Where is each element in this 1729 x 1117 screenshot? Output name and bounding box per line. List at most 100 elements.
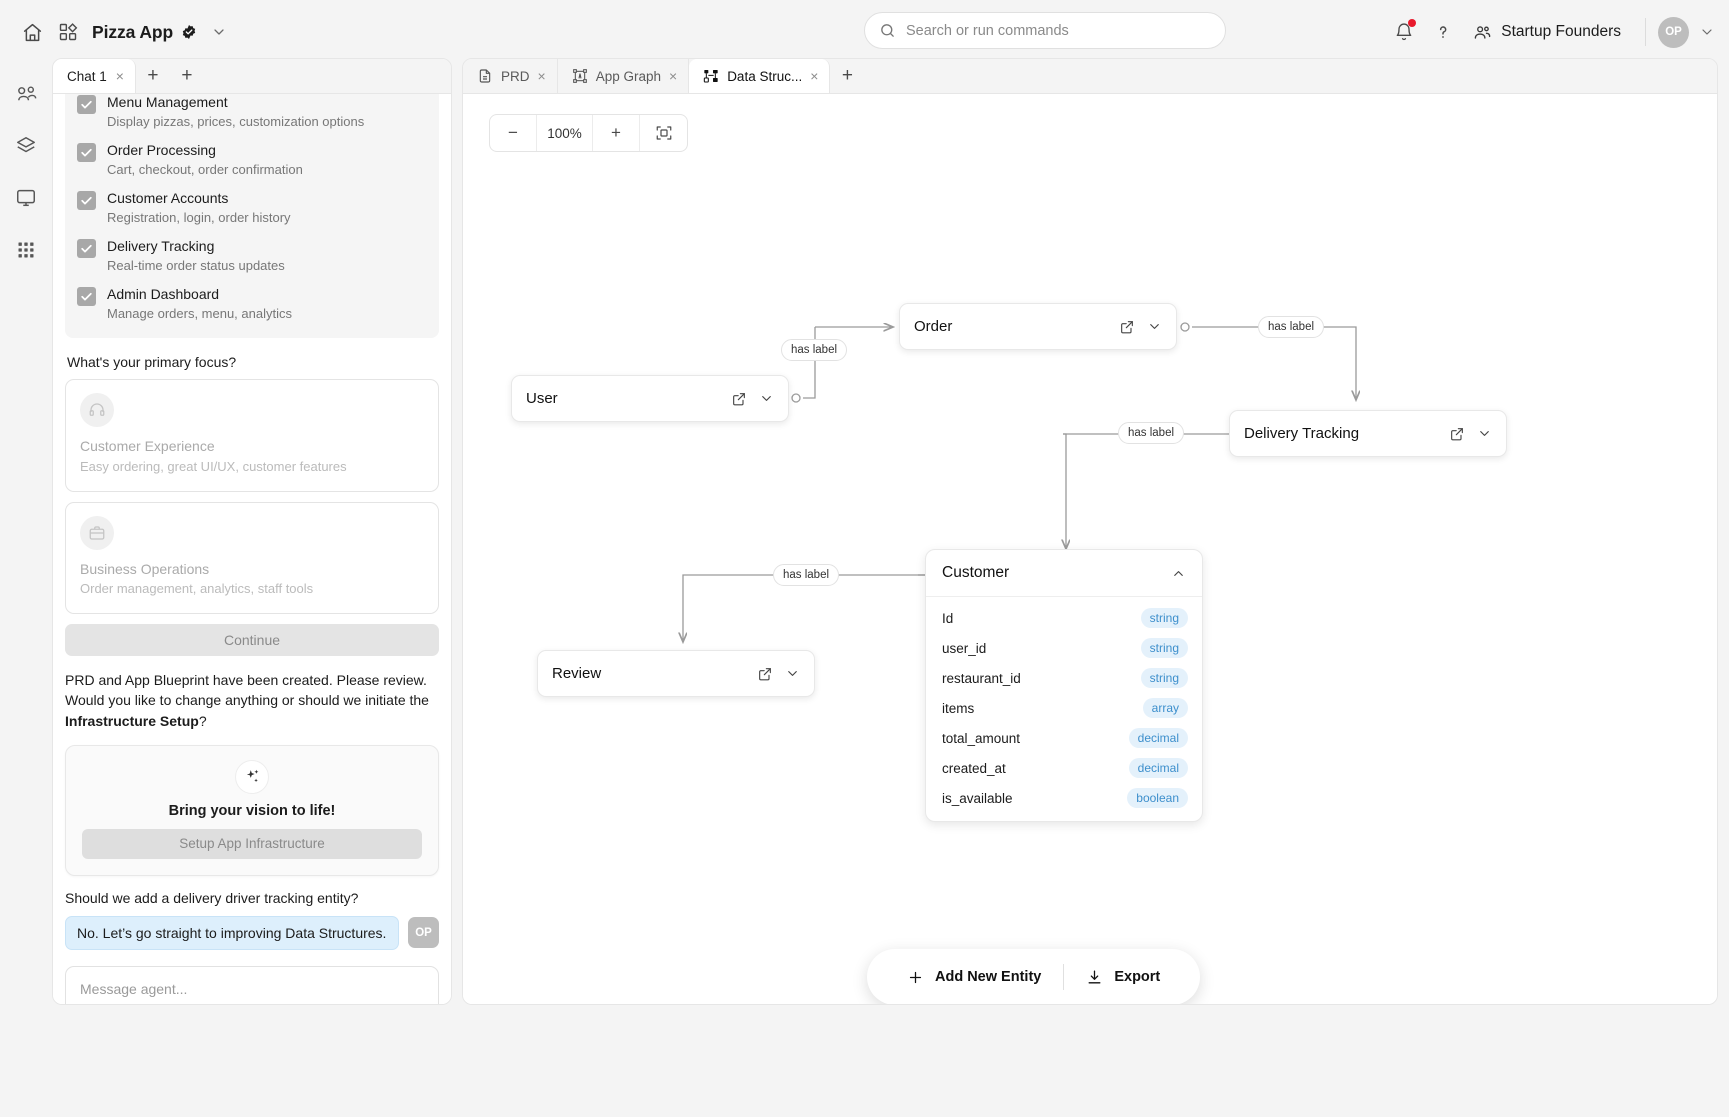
- continue-button[interactable]: Continue: [65, 624, 439, 657]
- new-chat-tab-button[interactable]: +: [147, 65, 159, 86]
- checkbox-checked-icon[interactable]: [77, 95, 96, 114]
- checkbox-checked-icon[interactable]: [77, 239, 96, 259]
- grid-icon[interactable]: [8, 232, 44, 268]
- chevron-down-icon[interactable]: [785, 666, 800, 681]
- option-business-operations[interactable]: Business Operations Order management, an…: [65, 501, 439, 615]
- bot-message-2: Should we add a delivery driver tracking…: [65, 889, 359, 906]
- close-icon[interactable]: ×: [537, 68, 546, 84]
- list-item[interactable]: Customer Accounts Registration, login, o…: [77, 184, 427, 232]
- search-input[interactable]: [906, 22, 1211, 39]
- search-bar[interactable]: [864, 12, 1226, 49]
- layers-icon[interactable]: [8, 128, 44, 164]
- app-switcher-chevron-down-icon[interactable]: [211, 24, 227, 40]
- headset-icon: [80, 393, 114, 428]
- notification-dot: [1408, 19, 1417, 27]
- entity-node-user[interactable]: User: [511, 375, 789, 422]
- table-row[interactable]: items array: [926, 693, 1202, 723]
- list-item[interactable]: Menu Management Display pizzas, prices, …: [77, 94, 427, 136]
- entity-node-delivery-tracking[interactable]: Delivery Tracking: [1229, 410, 1507, 457]
- team-selector[interactable]: Startup Founders: [1465, 14, 1633, 50]
- table-row[interactable]: is_available boolean: [926, 783, 1202, 813]
- topbar-right-group: Startup Founders OP: [1387, 0, 1715, 64]
- list-item[interactable]: Delivery Tracking Real-time order status…: [77, 232, 427, 280]
- chevron-down-icon[interactable]: [759, 391, 774, 406]
- field-name: total_amount: [942, 730, 1021, 746]
- chat-tab-chat-1[interactable]: Chat 1 ×: [53, 59, 136, 93]
- list-item[interactable]: Order Processing Cart, checkout, order c…: [77, 136, 427, 184]
- monitor-icon[interactable]: [8, 180, 44, 216]
- close-icon[interactable]: ×: [810, 68, 819, 84]
- feature-title: Customer Accounts: [107, 190, 229, 207]
- close-icon[interactable]: ×: [669, 68, 678, 84]
- chat-messages-scroll[interactable]: Menu Management Display pizzas, prices, …: [53, 94, 451, 1004]
- tab-data-structures[interactable]: Data Struc... ×: [689, 59, 831, 93]
- home-icon[interactable]: [14, 14, 50, 50]
- entity-node-customer[interactable]: Customer Id string user_id string restau…: [925, 549, 1203, 822]
- option-customer-experience[interactable]: Customer Experience Easy ordering, great…: [65, 379, 439, 492]
- new-canvas-tab-button[interactable]: +: [841, 65, 853, 86]
- tab-label: Data Struc...: [727, 68, 803, 84]
- chevron-down-icon[interactable]: [1477, 426, 1492, 441]
- collaboration-icon[interactable]: [8, 76, 44, 112]
- avatar[interactable]: OP: [1658, 16, 1689, 48]
- checkbox-checked-icon[interactable]: [77, 143, 96, 163]
- field-type-badge: string: [1140, 638, 1188, 658]
- tab-label: PRD: [501, 68, 530, 84]
- verified-badge-icon: [181, 24, 197, 40]
- search-icon: [879, 22, 896, 39]
- fit-screen-icon[interactable]: [640, 115, 687, 151]
- node-header: User: [512, 376, 788, 421]
- edge-label: has label: [1118, 422, 1185, 444]
- node-title: Order: [914, 318, 953, 335]
- external-link-icon[interactable]: [757, 666, 773, 682]
- chevron-up-icon[interactable]: [1171, 566, 1186, 581]
- table-row[interactable]: Id string: [926, 603, 1202, 633]
- export-button[interactable]: Export: [1072, 969, 1174, 986]
- table-row[interactable]: user_id string: [926, 633, 1202, 663]
- external-link-icon[interactable]: [731, 391, 747, 407]
- node-title: User: [526, 390, 558, 407]
- message-input[interactable]: Message agent...: [80, 980, 188, 997]
- apps-grid-icon[interactable]: [50, 14, 86, 50]
- add-new-entity-button[interactable]: Add New Entity: [893, 969, 1055, 986]
- left-rail: [0, 64, 52, 1117]
- list-item[interactable]: Admin Dashboard Manage orders, menu, ana…: [77, 280, 427, 328]
- feature-subtitle: Registration, login, order history: [107, 210, 291, 226]
- external-link-icon[interactable]: [1119, 319, 1135, 335]
- field-name: created_at: [942, 760, 1006, 776]
- field-type-badge: boolean: [1127, 788, 1188, 808]
- external-link-icon[interactable]: [1449, 426, 1465, 442]
- feature-subtitle: Cart, checkout, order confirmation: [107, 161, 303, 177]
- zoom-in-button[interactable]: +: [593, 115, 640, 151]
- tab-prd[interactable]: PRD ×: [463, 59, 558, 93]
- bot-message: PRD and App Blueprint have been created.…: [65, 670, 439, 730]
- table-row[interactable]: restaurant_id string: [926, 663, 1202, 693]
- chevron-down-icon[interactable]: [1147, 319, 1162, 334]
- feature-title: Admin Dashboard: [107, 286, 220, 303]
- new-chat-tab-button-2[interactable]: +: [181, 65, 193, 86]
- canvas-panel: PRD × App Graph × Data Struc... × + − 10…: [462, 58, 1718, 1005]
- diagram-canvas[interactable]: − 100% +: [463, 94, 1717, 1004]
- question-mark-icon[interactable]: [1425, 14, 1461, 50]
- setup-app-infrastructure-button[interactable]: Setup App Infrastructure: [82, 828, 422, 859]
- bell-icon[interactable]: [1387, 15, 1421, 49]
- frame-icon: [572, 68, 588, 84]
- avatar-chevron-down-icon[interactable]: [1699, 24, 1715, 40]
- checkbox-checked-icon[interactable]: [77, 191, 96, 211]
- tab-app-graph[interactable]: App Graph ×: [557, 59, 690, 93]
- table-row[interactable]: created_at decimal: [926, 753, 1202, 783]
- canvas-tab-bar: PRD × App Graph × Data Struc... × +: [463, 59, 1717, 94]
- feature-title: Delivery Tracking: [107, 238, 215, 255]
- canvas-bottom-toolbar: Add New Entity Export: [867, 949, 1201, 1004]
- close-icon[interactable]: ×: [115, 68, 124, 84]
- avatar: OP: [408, 917, 439, 949]
- message-composer[interactable]: Message agent...: [65, 965, 439, 1004]
- edge-label: has label: [1258, 316, 1325, 338]
- entity-node-order[interactable]: Order: [899, 303, 1177, 350]
- node-header: Delivery Tracking: [1230, 411, 1506, 456]
- table-row[interactable]: total_amount decimal: [926, 723, 1202, 753]
- entity-node-review[interactable]: Review: [537, 650, 815, 697]
- focus-question: What's your primary focus?: [67, 354, 237, 371]
- checkbox-checked-icon[interactable]: [77, 287, 96, 307]
- zoom-out-button[interactable]: −: [490, 115, 537, 151]
